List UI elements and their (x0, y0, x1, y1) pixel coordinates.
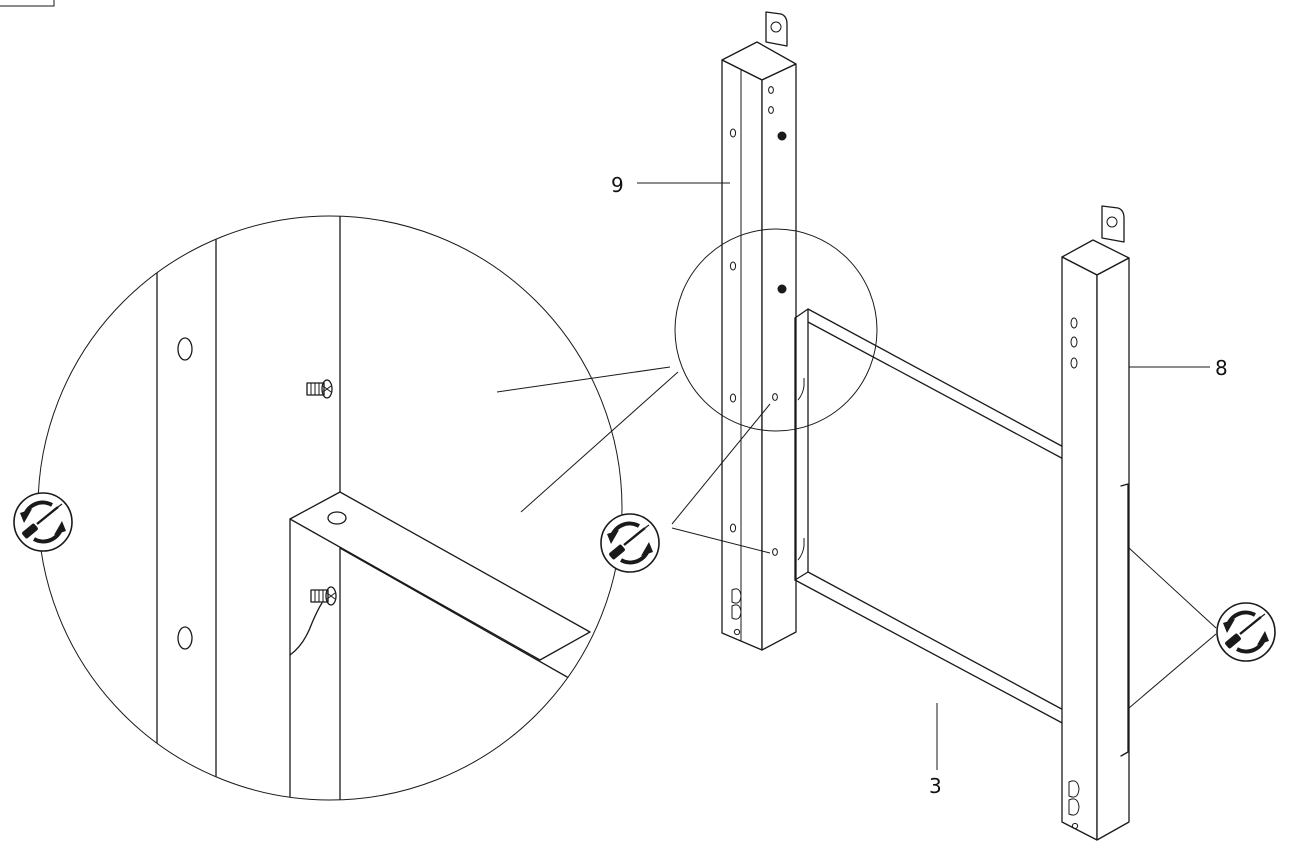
post-9-tab (765, 11, 788, 47)
label-part-8: 8 (1215, 356, 1228, 380)
zoom-screw-upper (306, 379, 333, 399)
post-8-front (1061, 256, 1098, 841)
post-9-front (721, 59, 763, 651)
label-part-9: 9 (611, 173, 624, 197)
post-9 (721, 11, 797, 651)
screw-head (777, 131, 787, 141)
zoom-connector (520, 371, 679, 513)
post-8-side (1096, 257, 1130, 841)
zoom-detail (37, 215, 623, 801)
corner-frame (0, 0, 55, 7)
post-9-side (761, 63, 797, 651)
screwdriver-rotate-icon (12, 491, 74, 553)
zoom-frame-top (289, 491, 591, 661)
screwdriver-rotate-icon (599, 512, 661, 574)
frame-3 (794, 308, 1070, 726)
label-part-3: 3 (929, 774, 942, 798)
zoom-connector (496, 366, 671, 393)
zoom-screw-lower (310, 586, 337, 606)
detail-source-circle (674, 228, 878, 432)
screwdriver-rotate-icon (1215, 601, 1277, 663)
post-8 (1061, 205, 1130, 841)
screw-head (777, 284, 787, 294)
post-8-tab (1101, 205, 1125, 243)
